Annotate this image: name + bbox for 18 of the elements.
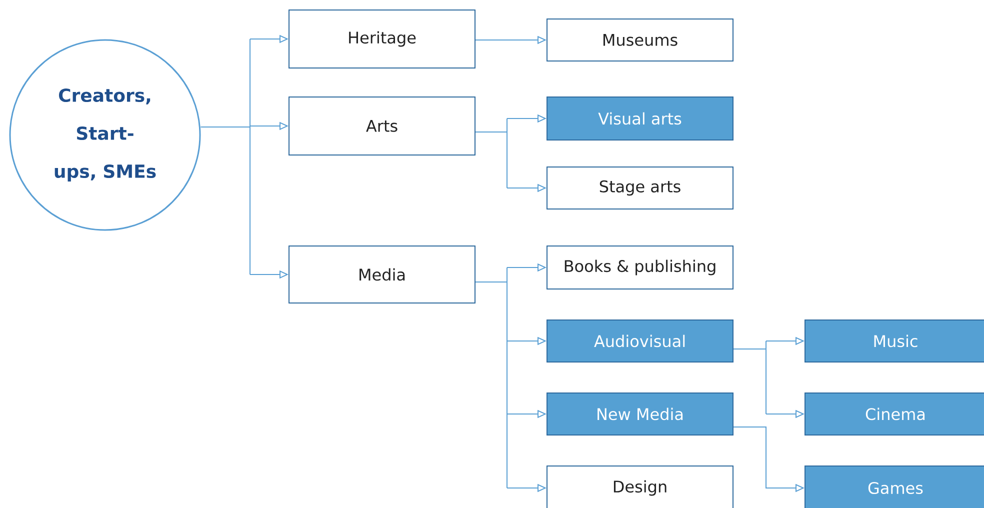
- highlighted-box: Cinema: [804, 392, 984, 436]
- highlighted-box: Games: [804, 466, 984, 508]
- circle-node: Creators, Start- ups, SMEs: [9, 39, 201, 231]
- category-box: Stage arts: [546, 166, 734, 210]
- connector-line: [200, 38, 251, 275]
- category-box: Books & publishing: [546, 246, 734, 290]
- category-box: Museums: [546, 18, 734, 62]
- category-box: Arts: [288, 96, 476, 156]
- highlighted-box: Music: [804, 320, 984, 362]
- highlighted-box: Visual arts: [546, 96, 734, 140]
- highlighted-box: Audiovisual: [546, 320, 734, 362]
- highlighted-box: New Media: [546, 392, 734, 436]
- connector-line: [733, 340, 766, 414]
- category-box: Design: [546, 466, 734, 508]
- connector-line: [475, 267, 508, 488]
- connector-line: [475, 118, 508, 188]
- category-box: Heritage: [288, 10, 476, 68]
- category-box: Media: [288, 246, 476, 304]
